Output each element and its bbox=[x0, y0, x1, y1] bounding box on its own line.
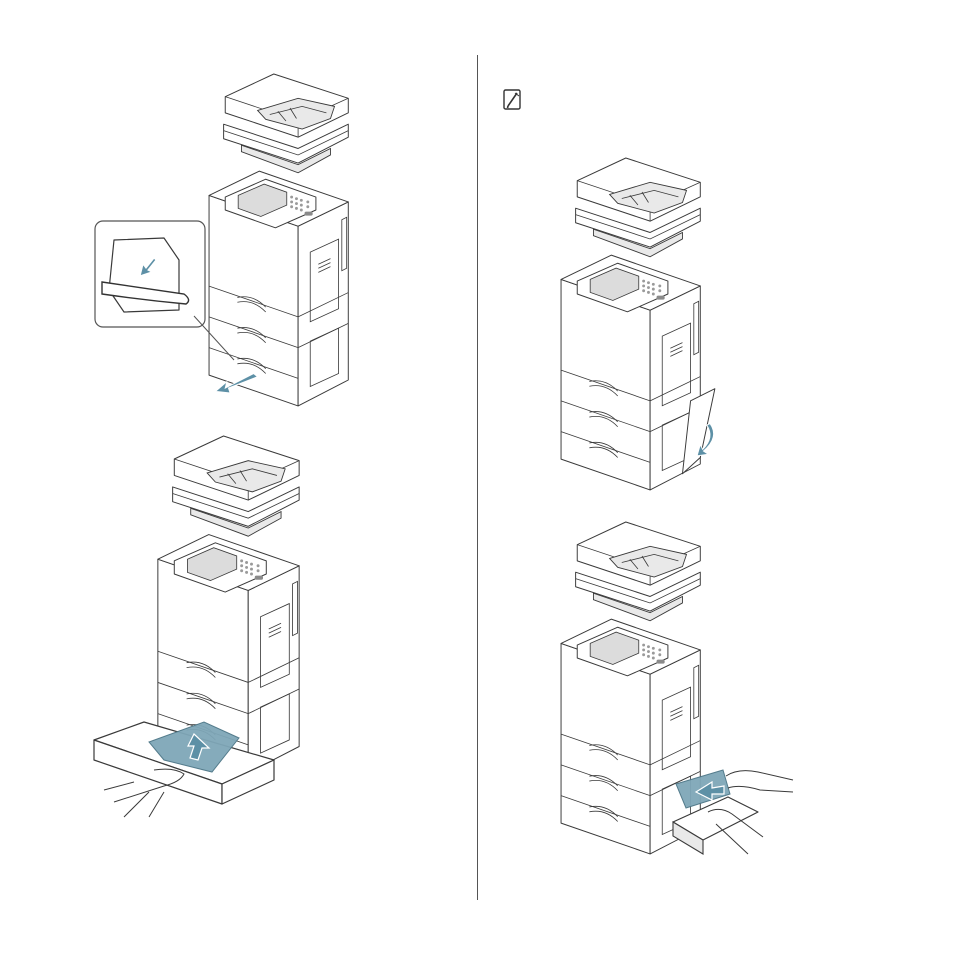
printer-open-side-cover-figure bbox=[542, 158, 742, 503]
note-pencil-icon bbox=[503, 89, 523, 111]
handle-zoom-callout bbox=[94, 220, 206, 335]
pulled-tray-with-paper bbox=[94, 712, 284, 827]
printer-open-tray-figure bbox=[190, 74, 390, 419]
column-divider bbox=[477, 55, 478, 900]
side-cover-jam-removal bbox=[668, 762, 798, 867]
